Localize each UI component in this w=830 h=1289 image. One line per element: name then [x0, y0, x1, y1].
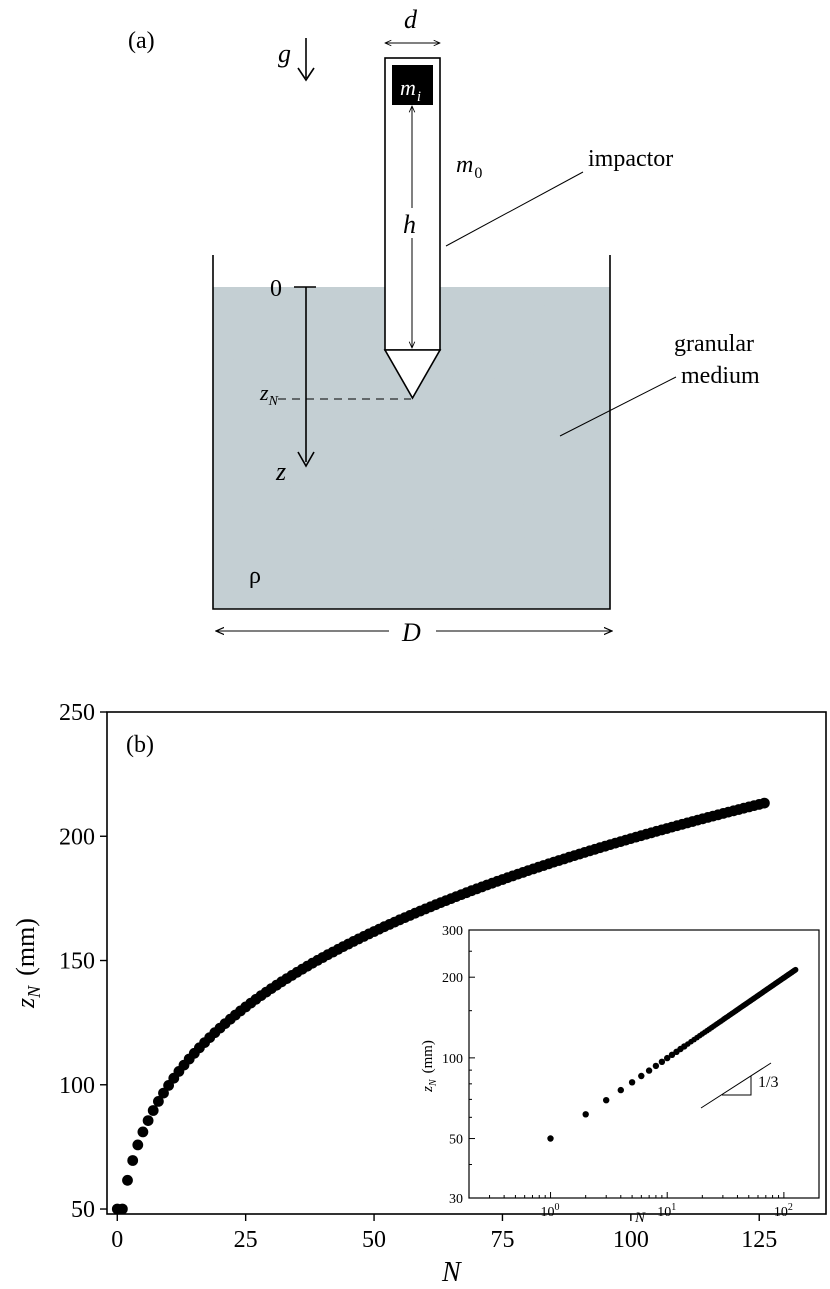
depth-label: zN — [259, 380, 279, 409]
impactor-mass-label: m0 — [456, 152, 482, 182]
depth-axis-label: z — [275, 457, 286, 486]
main-data-point — [142, 1115, 154, 1126]
main-x-tick-label: 25 — [234, 1227, 258, 1253]
main-x-ticks: 0 25 50 75 100 125 — [111, 1214, 777, 1253]
mass-label: mi — [400, 75, 421, 105]
main-data-point — [132, 1139, 144, 1151]
inset-data-point — [547, 1135, 554, 1142]
inset-y-tick-label: 300 — [442, 924, 463, 939]
inset-data-point — [617, 1086, 624, 1094]
inset-plot-frame — [468, 929, 820, 1199]
main-plot-frame — [106, 711, 827, 1215]
main-x-tick-label: 50 — [362, 1227, 386, 1253]
inset-y-axis-label: zN(mm) — [420, 1040, 439, 1093]
mass-block — [392, 65, 433, 105]
inset-data-point — [628, 1079, 636, 1086]
inset-x-axis-label: N — [634, 1210, 646, 1226]
impactor-leader-line — [445, 171, 584, 247]
main-data-point — [122, 1174, 133, 1186]
main-data-point — [127, 1155, 139, 1166]
panel-a-label: (a) — [128, 28, 155, 54]
main-data-point — [759, 797, 770, 809]
main-data-point — [117, 1203, 128, 1215]
slope-triangle — [700, 1062, 772, 1109]
gravity-label: g — [278, 39, 291, 68]
gravity-arrow-head — [297, 67, 315, 82]
main-data-point — [158, 1087, 169, 1099]
inset-data-point — [652, 1062, 660, 1070]
main-data-point — [153, 1096, 164, 1107]
main-y-tick-label: 150 — [59, 949, 95, 975]
inset-series — [547, 966, 799, 1142]
inset-data-point — [645, 1067, 653, 1074]
zero-label: 0 — [270, 276, 282, 302]
depth-axis-head — [297, 451, 315, 468]
main-x-axis-label: N — [441, 1257, 462, 1288]
main-y-tick-label: 50 — [71, 1197, 95, 1223]
main-y-axis-label: zN(mm) — [11, 918, 44, 1009]
inset-data-point — [638, 1072, 645, 1080]
main-x-tick-label: 125 — [741, 1227, 777, 1253]
main-series — [111, 797, 770, 1215]
main-y-ticks: 50 100 150 200 250 — [59, 700, 107, 1223]
width-label: d — [404, 5, 418, 34]
main-data-point — [147, 1105, 159, 1116]
medium-leader-line — [559, 376, 677, 437]
inset-y-tick-label: 50 — [449, 1133, 463, 1148]
inset-y-tick-label: 30 — [449, 1192, 463, 1207]
impactor-tip — [383, 349, 442, 400]
inset-x-ticks: 100 101 102 — [468, 1192, 820, 1220]
inset-y-tick-label: 100 — [442, 1052, 463, 1067]
main-data-point — [137, 1126, 149, 1138]
inset-data-point — [664, 1054, 671, 1062]
main-y-tick-label: 100 — [59, 1073, 95, 1099]
impactor-label: impactor — [588, 146, 673, 172]
inset-x-tick-label: 102 — [774, 1202, 793, 1220]
inset-x-tick-label: 101 — [657, 1202, 676, 1220]
panel-b-label: (b) — [126, 732, 154, 758]
container-width-label: D — [401, 618, 421, 647]
inset-y-ticks: 30 50 100 200 300 — [442, 924, 475, 1207]
container — [212, 255, 611, 610]
slope-label: 1/3 — [758, 1074, 778, 1091]
panel-a-diagram: (a) g d mi h m0 impactor 0 z — [128, 5, 760, 647]
height-label: h — [403, 210, 416, 239]
panel-b-chart: (b) 0 25 50 75 100 125 50 100 150 200 250 N zN(mm… — [11, 700, 827, 1288]
height-label-bg — [400, 208, 424, 238]
main-x-tick-label: 0 — [111, 1227, 123, 1253]
main-y-tick-label: 200 — [59, 824, 95, 850]
inset-y-tick-label: 200 — [442, 971, 463, 986]
inset-data-point — [668, 1051, 676, 1059]
main-x-tick-label: 100 — [613, 1227, 649, 1253]
inset-data-point — [603, 1097, 610, 1104]
main-x-tick-label: 75 — [490, 1227, 514, 1253]
medium-label-line2: medium — [681, 363, 760, 389]
inset-data-point — [582, 1111, 589, 1118]
inset-x-tick-label: 100 — [541, 1202, 560, 1220]
medium-label-line1: granular — [674, 331, 754, 357]
inset-data-point — [658, 1058, 666, 1066]
inset-data-point — [792, 966, 799, 973]
density-label: ρ — [249, 563, 261, 589]
main-y-tick-label: 250 — [59, 700, 95, 726]
